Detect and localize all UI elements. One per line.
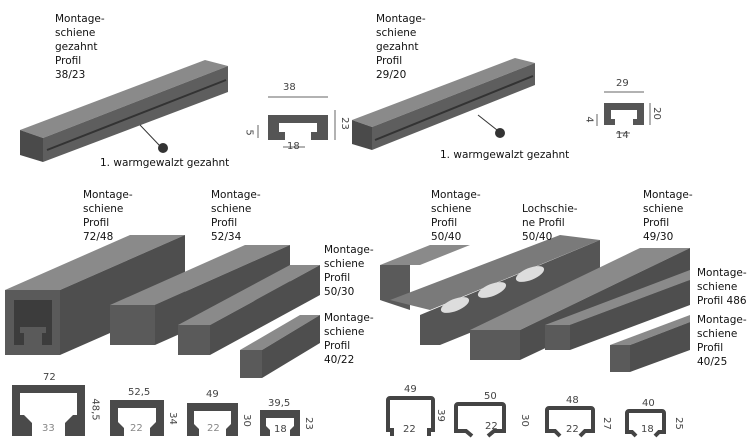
rail-label-40-22: Montage- schiene Profil 40/22 <box>324 312 374 366</box>
cross-section-48-27 <box>545 406 595 438</box>
cross-section-72-48 <box>12 385 85 436</box>
profile-diagram-29-20 <box>596 91 651 134</box>
profile-diagram-38-23 <box>257 96 336 148</box>
dim-slot: 33 <box>42 423 55 434</box>
dim-height: 30 <box>518 414 530 427</box>
dim-slot: 18 <box>287 141 300 152</box>
perforated-rail-50-40 <box>390 235 600 345</box>
callout-marker-1 <box>495 128 505 138</box>
dim-width: 40 <box>642 398 655 409</box>
cross-section-40-25 <box>625 409 666 438</box>
rail-40-25 <box>610 315 690 372</box>
dim-height: 48,5 <box>89 398 101 421</box>
rail-label-38-23: Montage- schiene gezahnt Profil 38/23 <box>55 13 105 81</box>
cross-section-40-22 <box>260 410 300 436</box>
dim-height: 30 <box>240 414 252 427</box>
dim-width: 49 <box>404 384 417 395</box>
rail-label-perforated-50-40: Lochschie- ne Profil 50/40 <box>522 203 578 243</box>
dim-slot: 22 <box>485 421 498 432</box>
dim-lip: 4 <box>583 116 595 123</box>
dim-height: 20 <box>650 107 662 120</box>
rail-72-48 <box>5 235 185 355</box>
rail-label-49-30: Montage- schiene Profil 49/30 <box>643 189 693 243</box>
rail-29-20 <box>352 58 535 150</box>
rail-40-22 <box>240 315 320 378</box>
dim-width: 50 <box>484 391 497 402</box>
cross-section-50-40 <box>386 396 435 436</box>
dim-slot: 22 <box>130 423 143 434</box>
dim-slot: 22 <box>566 424 579 435</box>
dim-height: 39 <box>434 409 446 422</box>
rail-label-72-48: Montage- schiene Profil 72/48 <box>83 189 133 243</box>
dim-height: 25 <box>672 417 684 430</box>
dim-width: 39,5 <box>268 398 291 409</box>
dim-height: 23 <box>302 417 314 430</box>
dim-height: 23 <box>338 117 350 130</box>
dim-width: 49 <box>206 389 219 400</box>
callout-leader <box>477 114 498 131</box>
rail-label-52-34: Montage- schiene Profil 52/34 <box>211 189 261 243</box>
cross-section-52-34 <box>110 400 164 436</box>
rail-52-34 <box>110 245 290 345</box>
cross-section-50-30 <box>454 402 506 438</box>
caption-hot-rolled: 1. warmgewalzt gezahnt <box>440 149 570 161</box>
rail-label-486: Montage- schiene Profil 486 <box>697 267 747 307</box>
rail-50-30 <box>178 265 320 355</box>
rail-486 <box>545 270 690 350</box>
rail-label-50-40: Montage- schiene Profil 50/40 <box>431 189 481 243</box>
dim-width: 48 <box>566 395 579 406</box>
dim-width: 38 <box>283 82 296 93</box>
dim-width: 29 <box>616 78 629 89</box>
caption-hot-rolled: 1. warmgewalzt gezahnt <box>100 157 230 169</box>
dim-height: 34 <box>166 412 178 425</box>
callout-marker-1 <box>158 143 168 153</box>
dim-height: 27 <box>600 417 612 430</box>
dim-slot: 22 <box>403 424 416 435</box>
dim-slot: 18 <box>274 424 287 435</box>
cross-section-49-30 <box>187 403 238 436</box>
rail-label-29-20: Montage- schiene gezahnt Profil 29/20 <box>376 13 426 81</box>
dim-width: 52,5 <box>128 387 151 398</box>
dim-slot: 14 <box>616 130 629 141</box>
rail-label-40-25: Montage- schiene Profil 40/25 <box>697 314 747 368</box>
callout-leader <box>139 124 161 147</box>
dim-lip: 5 <box>243 129 255 136</box>
rail-label-50-30: Montage- schiene Profil 50/30 <box>324 244 374 298</box>
dim-slot: 18 <box>641 424 654 435</box>
dim-slot: 22 <box>207 423 220 434</box>
rail-38-23 <box>20 60 228 162</box>
dim-width: 72 <box>43 372 56 383</box>
